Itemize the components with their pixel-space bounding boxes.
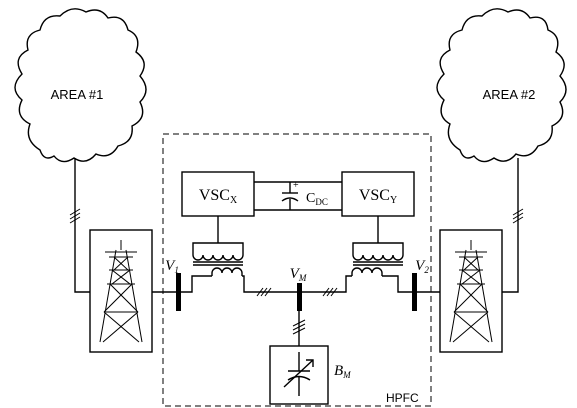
bus-v1-label: V1 (165, 258, 179, 275)
three-phase-mark-shunt (292, 319, 306, 335)
three-phase-mark-main-left (256, 287, 272, 297)
hpfc-enclosure (162, 133, 432, 407)
transmission-tower-left (89, 229, 153, 353)
bus-vm-label: VM (290, 266, 307, 283)
bus-v1 (176, 273, 181, 311)
bus-v2-label: V2 (415, 258, 429, 275)
area-1-label: AREA #1 (51, 87, 104, 102)
transformer-x (192, 216, 244, 276)
area-2-cloud: AREA #2 (436, 8, 567, 163)
variable-capacitor-icon (283, 352, 314, 396)
area-2-label: AREA #2 (483, 87, 536, 102)
transmission-tower-right (439, 229, 503, 353)
area-1-tie-line (74, 158, 90, 293)
three-phase-mark-left (69, 208, 81, 224)
bus-vm (297, 283, 302, 311)
area-1-cloud: AREA #1 (14, 8, 147, 163)
vsc-y-label: VSCY (359, 187, 397, 206)
bus-v2 (412, 273, 417, 311)
shunt-susceptance-box (269, 345, 329, 405)
capacitor-label: CDC (306, 191, 328, 207)
capacitor-plus: + (293, 180, 299, 191)
dc-capacitor: + CDC (281, 180, 328, 207)
main-line (152, 275, 440, 293)
three-phase-mark-right (512, 208, 524, 224)
area-2-tie-line (502, 158, 519, 293)
transformer-y (351, 216, 404, 276)
hpfc-label: HPFC (386, 391, 419, 405)
vsc-x-label: VSCX (199, 187, 238, 206)
dc-link (254, 181, 342, 211)
shunt-label: BM (334, 363, 351, 380)
three-phase-mark-main-right (322, 287, 338, 297)
